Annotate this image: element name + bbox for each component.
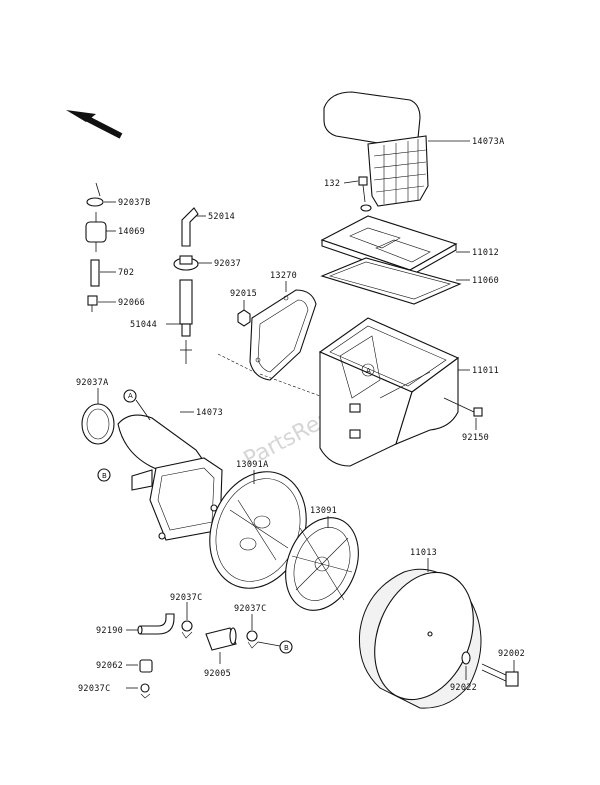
fitting-14069 bbox=[85, 212, 107, 252]
gasket-plate-13270 bbox=[249, 289, 317, 381]
label-11011: 11011 bbox=[472, 366, 499, 376]
elbow-hose-92190 bbox=[137, 613, 175, 635]
label-92037A: 92037A bbox=[76, 378, 109, 388]
label-14073: 14073 bbox=[196, 408, 223, 418]
label-92150: 92150 bbox=[462, 433, 489, 443]
bolt-132 bbox=[358, 176, 372, 212]
bolt-92150 bbox=[443, 397, 483, 417]
label-14073A: 14073A bbox=[472, 137, 505, 147]
filter-cap-13091A bbox=[209, 471, 307, 589]
label-702: 702 bbox=[118, 268, 134, 278]
callout-B: B bbox=[102, 472, 107, 480]
nut-92015 bbox=[237, 300, 251, 327]
label-11060: 11060 bbox=[472, 276, 499, 286]
label-51044: 51044 bbox=[130, 320, 157, 330]
label-92022: 92022 bbox=[450, 683, 477, 693]
label-13091: 13091 bbox=[310, 506, 337, 516]
pipe-92005 bbox=[205, 627, 237, 651]
plug-92066 bbox=[87, 295, 98, 312]
label-92037B: 92037B bbox=[118, 198, 151, 208]
callout-A-housing: A bbox=[366, 367, 371, 375]
callout-circle-A bbox=[123, 389, 137, 403]
label-92037C-c: 92037C bbox=[78, 684, 111, 694]
clip-92037C-b bbox=[246, 630, 259, 649]
air-box-housing-11011 bbox=[318, 317, 460, 467]
bolt-92002 bbox=[481, 663, 519, 687]
callout-circle-B bbox=[97, 468, 111, 482]
cap-92062 bbox=[139, 659, 153, 673]
label-92015: 92015 bbox=[230, 289, 257, 299]
clamp-92037 bbox=[173, 255, 199, 271]
clip-92037C-a bbox=[181, 620, 193, 639]
label-92190: 92190 bbox=[96, 626, 123, 636]
clamp-ring-92037A bbox=[81, 403, 115, 445]
label-92037C-a: 92037C bbox=[170, 593, 203, 603]
label-14069: 14069 bbox=[118, 227, 145, 237]
label-92005: 92005 bbox=[204, 669, 231, 679]
label-92062: 92062 bbox=[96, 661, 123, 671]
callout-B-2: B bbox=[284, 644, 289, 652]
label-11013: 11013 bbox=[410, 548, 437, 558]
direction-arrow-icon bbox=[66, 110, 123, 139]
foam-filter-11013 bbox=[358, 568, 482, 709]
filter-cage-13091 bbox=[285, 517, 359, 611]
callout-A: A bbox=[128, 392, 133, 400]
hose-52014 bbox=[181, 207, 199, 247]
label-92002: 92002 bbox=[498, 649, 525, 659]
tube-702 bbox=[90, 259, 100, 287]
label-92037C-b: 92037C bbox=[234, 604, 267, 614]
label-52014: 52014 bbox=[208, 212, 235, 222]
label-11012: 11012 bbox=[472, 248, 499, 258]
washer-92022 bbox=[461, 651, 471, 665]
label-13091A: 13091A bbox=[236, 460, 269, 470]
label-13270: 13270 bbox=[270, 271, 297, 281]
clamp-92037B bbox=[86, 182, 104, 207]
intake-duct-14073 bbox=[117, 414, 223, 541]
tube-51044 bbox=[179, 279, 193, 364]
clip-92037C-c bbox=[140, 683, 151, 699]
air-filter-element-14073A bbox=[323, 91, 429, 207]
gasket-11060 bbox=[320, 257, 462, 305]
label-92037: 92037 bbox=[214, 259, 241, 269]
label-92066: 92066 bbox=[118, 298, 145, 308]
label-132: 132 bbox=[324, 179, 340, 189]
callout-circle-B-2 bbox=[279, 640, 293, 654]
